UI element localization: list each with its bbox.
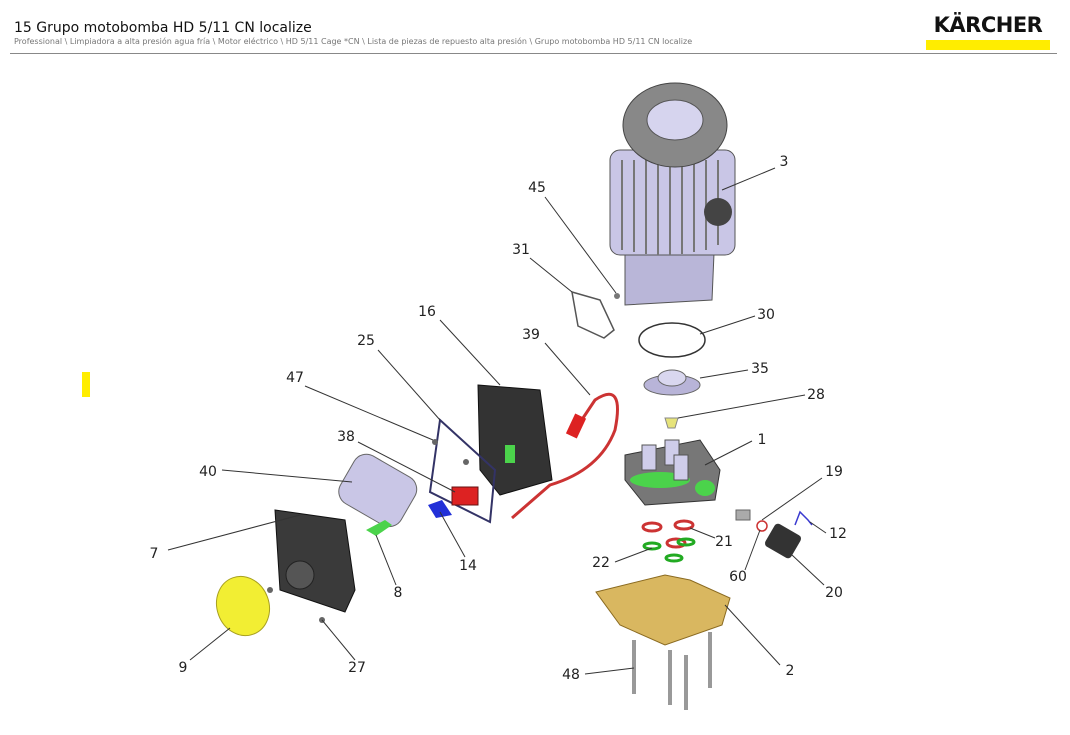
leader-line <box>304 385 434 441</box>
karcher-logo: KÄRCHER <box>926 14 1050 50</box>
page-title: 15 Grupo motobomba HD 5/11 CN localize <box>14 20 312 36</box>
leader-line <box>584 667 635 675</box>
leader-line <box>724 604 781 666</box>
callout-60[interactable]: 60 <box>729 569 747 585</box>
callout-35[interactable]: 35 <box>751 361 769 377</box>
leader-line <box>699 315 756 335</box>
callout-14[interactable]: 14 <box>459 558 477 574</box>
callout-19[interactable]: 19 <box>825 464 843 480</box>
part-clip-12[interactable] <box>794 510 813 526</box>
callout-30[interactable]: 30 <box>757 307 775 323</box>
part-valve-28[interactable] <box>664 417 679 429</box>
leader-line <box>744 529 761 571</box>
leader-line <box>221 469 353 483</box>
callout-12[interactable]: 12 <box>829 526 847 542</box>
part-pump-head[interactable] <box>624 439 721 506</box>
part-screw-47[interactable] <box>432 439 438 445</box>
callout-28[interactable]: 28 <box>807 387 825 403</box>
part-seals-22[interactable] <box>642 537 696 563</box>
leader-line <box>357 441 456 493</box>
callout-9[interactable]: 9 <box>179 660 188 676</box>
callout-8[interactable]: 8 <box>394 585 403 601</box>
callout-27[interactable]: 27 <box>348 660 366 676</box>
part-capacitor-40[interactable] <box>334 449 422 532</box>
leader-line <box>791 554 825 586</box>
callout-25[interactable]: 25 <box>357 333 375 349</box>
logo-yellow-bar <box>926 40 1050 50</box>
callout-labels: 3 45 31 30 16 39 25 35 47 28 1 38 40 19 21 12 7 22 14 60 8 20… <box>150 154 847 683</box>
part-gasket-31[interactable] <box>571 290 615 339</box>
part-19[interactable] <box>735 509 751 521</box>
callout-40[interactable]: 40 <box>199 464 217 480</box>
leader-line <box>544 196 617 294</box>
part-8[interactable] <box>366 520 392 536</box>
leader-lines <box>167 167 827 675</box>
callout-7[interactable]: 7 <box>150 546 159 562</box>
part-gasket-25[interactable] <box>428 417 497 524</box>
part-screw-27[interactable] <box>267 587 273 593</box>
part-manifold-2[interactable] <box>595 574 731 646</box>
leader-line <box>761 477 823 521</box>
leader-line <box>439 511 466 558</box>
callout-45[interactable]: 45 <box>528 180 546 196</box>
callout-16[interactable]: 16 <box>418 304 436 320</box>
part-bolts-48[interactable] <box>632 632 712 710</box>
part-motor[interactable] <box>609 82 736 306</box>
leader-line <box>167 514 301 551</box>
leader-line <box>321 619 356 661</box>
callout-21[interactable]: 21 <box>715 534 733 550</box>
header-divider <box>10 53 1057 54</box>
callout-39[interactable]: 39 <box>522 327 540 343</box>
yellow-marker <box>82 372 90 397</box>
callout-1[interactable]: 1 <box>758 432 767 448</box>
part-housing-7[interactable] <box>274 509 356 613</box>
part-cable-39[interactable] <box>511 392 619 520</box>
breadcrumb[interactable]: Professional \ Limpiadora a alta presión… <box>14 37 693 46</box>
callout-48[interactable]: 48 <box>562 667 580 683</box>
callout-22[interactable]: 22 <box>592 555 610 571</box>
leader-line <box>544 342 591 396</box>
callout-3[interactable]: 3 <box>780 154 789 170</box>
leader-line <box>699 369 749 379</box>
part-screw-45[interactable] <box>614 293 620 299</box>
leader-line <box>529 257 573 293</box>
part-35[interactable] <box>643 369 701 396</box>
leader-line <box>375 534 397 586</box>
leader-line <box>677 394 806 419</box>
callout-31[interactable]: 31 <box>512 242 530 258</box>
part-oring-30[interactable] <box>638 322 706 358</box>
part-oring-60[interactable] <box>756 520 768 532</box>
callout-38[interactable]: 38 <box>337 429 355 445</box>
leader-line <box>189 627 231 661</box>
part-connector-20[interactable] <box>764 522 803 560</box>
leader-line <box>377 349 441 421</box>
callout-2[interactable]: 2 <box>786 663 795 679</box>
leader-line <box>689 527 716 539</box>
leader-line <box>704 440 753 466</box>
part-valves-21[interactable] <box>641 519 695 549</box>
leader-line <box>439 319 501 386</box>
part-cap-9[interactable] <box>208 569 277 643</box>
callout-47[interactable]: 47 <box>286 370 304 386</box>
part-switch-38[interactable] <box>451 486 479 506</box>
leader-line <box>809 521 827 534</box>
leader-line <box>721 167 776 191</box>
leader-line <box>614 547 653 563</box>
part-box-16[interactable] <box>477 384 553 496</box>
callout-20[interactable]: 20 <box>825 585 843 601</box>
logo-text: KÄRCHER <box>933 13 1043 37</box>
part-14[interactable] <box>428 500 452 518</box>
